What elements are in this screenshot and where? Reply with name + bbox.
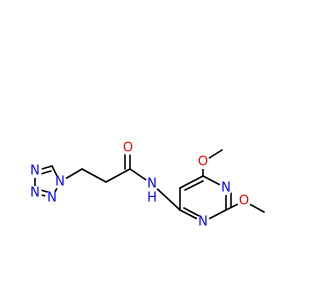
atom-o-methoxy-top: O bbox=[198, 155, 208, 170]
bond-c5-c6-double bbox=[184, 180, 204, 191]
atom-n-pyrimidine-right: N bbox=[221, 181, 231, 196]
atom-n-tetrazole-4: N bbox=[30, 164, 40, 179]
atom-n-tetrazole-2: N bbox=[47, 191, 57, 206]
bond-n-bottom-c4-double bbox=[183, 207, 202, 218]
bond-ch2-ch2 bbox=[81, 168, 107, 183]
atom-n-tetrazole-1: N bbox=[55, 175, 65, 190]
atoms-group: O O N N N H O N N N N bbox=[28, 141, 251, 230]
atom-n-amide: N bbox=[147, 177, 157, 192]
atom-o-carbonyl: O bbox=[123, 141, 133, 156]
atom-h-amide: H bbox=[147, 191, 157, 206]
atom-n-tetrazole-3: N bbox=[30, 186, 40, 201]
molecule-structure-diagram: O O N N N H O N N N N bbox=[28, 140, 265, 230]
bond-c5-c6 bbox=[179, 175, 204, 189]
bond-carbonyl-c-ch2 bbox=[105, 168, 131, 183]
atom-o-methoxy-right: O bbox=[239, 194, 249, 209]
atom-n-pyrimidine-bottom: N bbox=[198, 215, 208, 230]
